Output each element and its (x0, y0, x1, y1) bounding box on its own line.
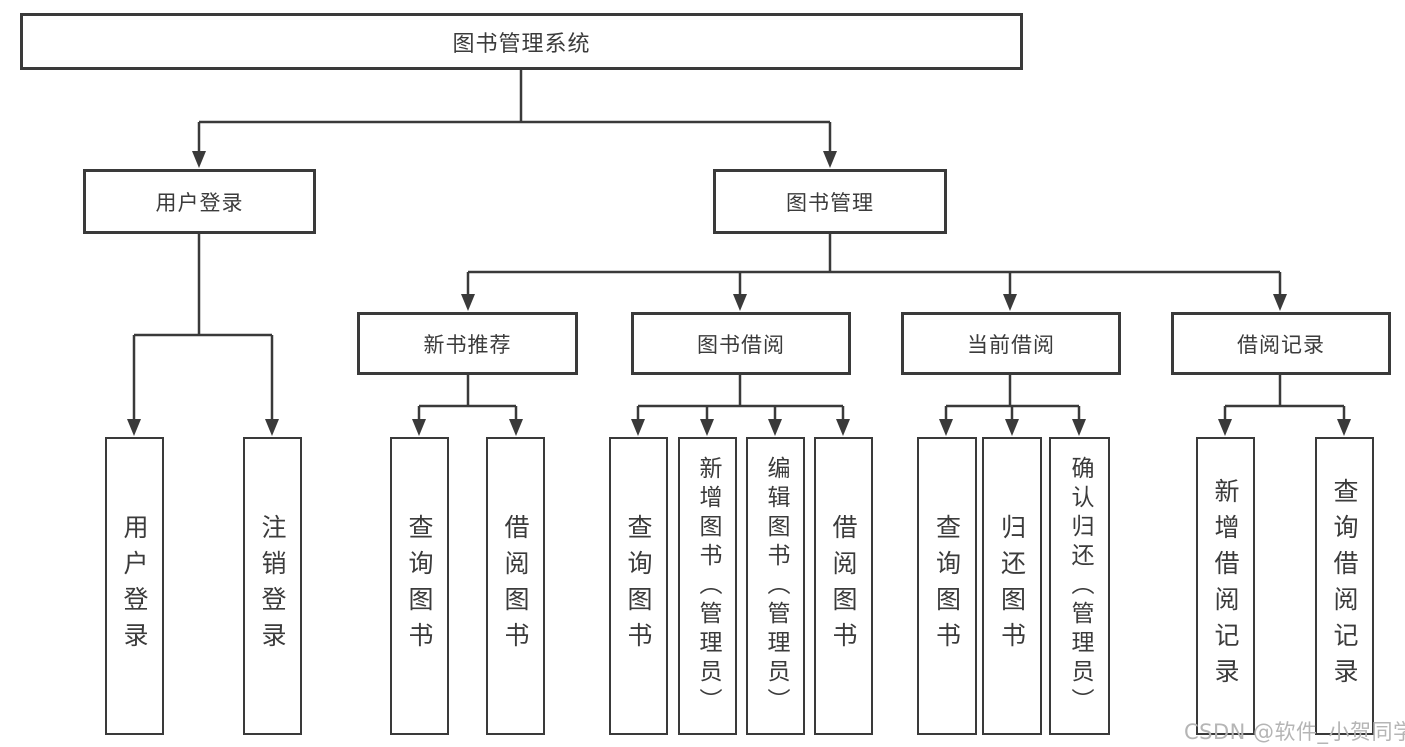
leaf-logout: 注销登录 (243, 437, 302, 735)
leaf-query-books-recommend: 查询图书 (390, 437, 449, 735)
csdn-watermark: CSDN @软件_小贺同学 (1184, 720, 1405, 744)
leaf-query-borrow-record: 查询借阅记录 (1315, 437, 1374, 735)
connector-book-mgmt-children (466, 233, 1282, 297)
leaf-query-books-current: 查询图书 (917, 437, 977, 735)
leaf-edit-books-admin: 编辑图书（管理员） (746, 437, 805, 735)
node-new-book-recommend: 新书推荐 (357, 312, 578, 375)
leaf-borrow-books-recommend: 借阅图书 (486, 437, 545, 735)
node-book-management: 图书管理 (713, 169, 947, 234)
connector-root-to-level2 (197, 69, 832, 153)
leaf-return-books: 归还图书 (982, 437, 1042, 735)
leaf-borrow-books-borrowing: 借阅图书 (814, 437, 873, 735)
arrowheads (127, 151, 1351, 436)
leaf-query-books-borrowing: 查询图书 (609, 437, 668, 735)
leaf-add-books-admin: 新增图书（管理员） (678, 437, 737, 735)
connector-book-borrow-children (636, 375, 845, 422)
connector-current-borrow-children (944, 375, 1081, 422)
node-current-borrowing: 当前借阅 (901, 312, 1121, 375)
node-borrowing-records: 借阅记录 (1171, 312, 1391, 375)
connector-borrow-record-children (1223, 375, 1346, 422)
connector-user-login-children (132, 233, 274, 421)
node-root-library-system: 图书管理系统 (20, 13, 1023, 70)
leaf-user-login: 用户登录 (105, 437, 164, 735)
node-book-borrowing: 图书借阅 (631, 312, 851, 375)
connector-new-book-children (417, 375, 518, 422)
leaf-add-borrow-record: 新增借阅记录 (1196, 437, 1255, 735)
node-user-login: 用户登录 (83, 169, 316, 234)
leaf-confirm-return-admin: 确认归还（管理员） (1049, 437, 1110, 735)
